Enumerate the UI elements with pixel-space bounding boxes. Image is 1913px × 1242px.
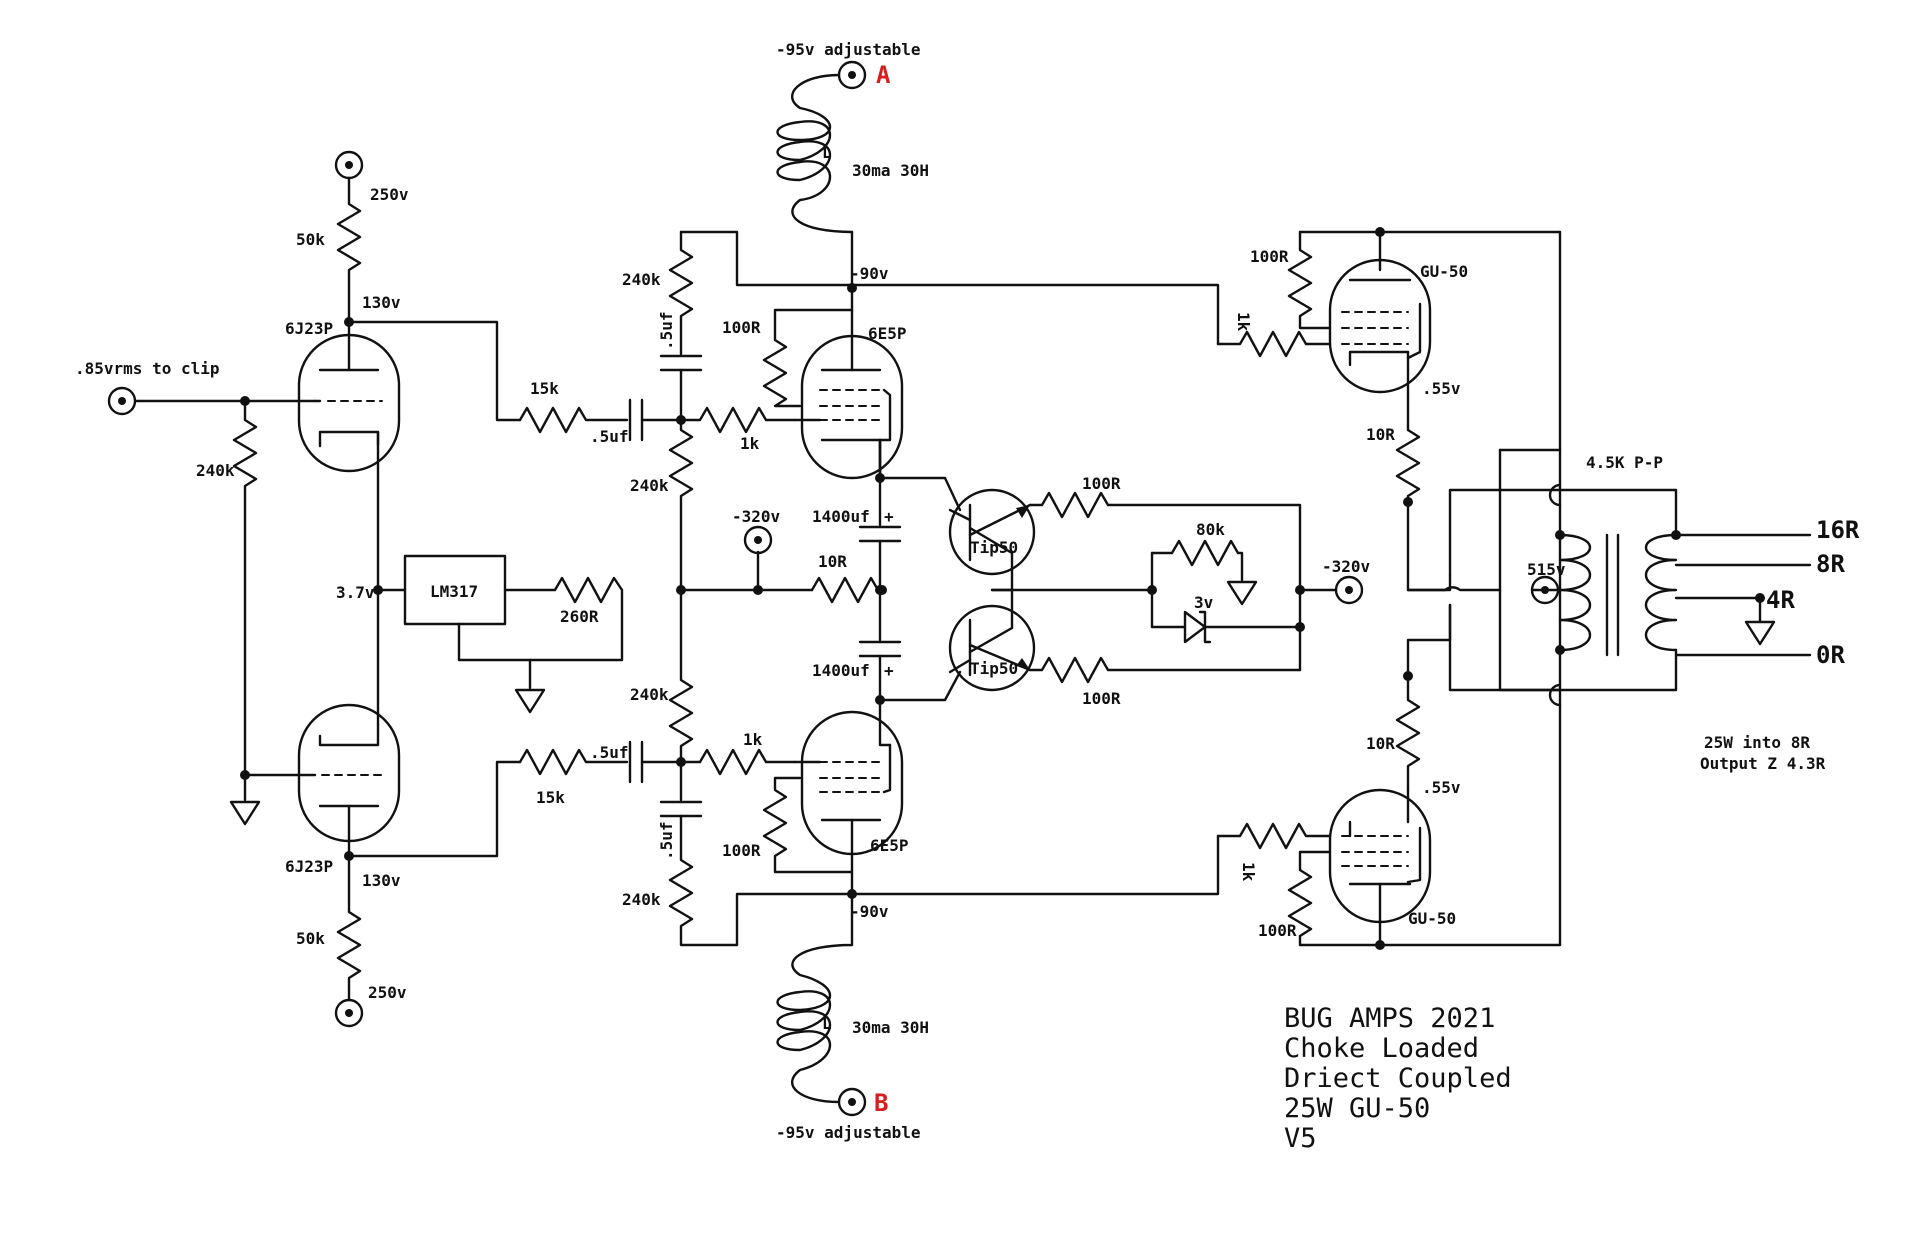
v55-top-label: .55v: [1422, 379, 1461, 398]
choke-l-top-label: L: [822, 143, 832, 162]
title-line-5: V5: [1284, 1123, 1317, 1154]
r240k-4-label: 240k: [622, 890, 661, 909]
r80k-label: 80k: [1196, 520, 1225, 539]
output-transformer: [1406, 448, 1812, 707]
tip50-top-label: Tip50: [970, 538, 1018, 557]
title-block: BUG AMPS 2021 Choke Loaded Driect Couple…: [1284, 1003, 1512, 1154]
neg90-top-label: -90v: [850, 264, 889, 283]
r240k-2-label: 240k: [630, 476, 669, 495]
r260-label: 260R: [560, 607, 599, 626]
choke-l-bot-label: L: [822, 1014, 832, 1033]
b250-bot-label: 250v: [368, 983, 407, 1002]
tap-8r-label: 8R: [1816, 550, 1845, 578]
neg95-bot-label: -95v adjustable: [776, 1123, 921, 1142]
c5uf-vert-top-label: .5uf: [657, 311, 676, 350]
r240k-3-label: 240k: [630, 685, 669, 704]
terminal-a-label: A: [876, 61, 891, 89]
v130-bot-label: 130v: [362, 871, 401, 890]
choke-spec-bot-label: 30ma 30H: [852, 1018, 929, 1037]
choke-spec-top-label: 30ma 30H: [852, 161, 929, 180]
output-z-note: Output Z 4.3R: [1700, 754, 1826, 773]
r100-emitter-bot-label: 100R: [1082, 689, 1121, 708]
r1k-plate-top-label: 1k: [1234, 312, 1253, 332]
r100-grid-bot-label: 100R: [722, 841, 761, 860]
r100-plate-bot-label: 100R: [1258, 921, 1297, 940]
tap-16r-label: 16R: [1816, 516, 1860, 544]
tip50-bot-label: Tip50: [970, 659, 1018, 678]
gu50-bot-label: GU-50: [1408, 909, 1456, 928]
component-labels: .85vrms to clip 250v 50k 130v 6J23P 240k…: [75, 40, 1860, 1142]
tube-6e5p-top-label: 6E5P: [868, 324, 907, 343]
r240k-in-label: 240k: [196, 461, 235, 480]
zener-3v-label: 3v: [1194, 593, 1214, 612]
r15k-bot-label: 15k: [536, 788, 565, 807]
driver-tubes: [762, 60, 904, 1117]
input-stage: [107, 150, 624, 1028]
v515-label: 515v: [1527, 560, 1566, 579]
r15k-top-label: 15k: [530, 379, 559, 398]
plus-top-label: +: [884, 507, 894, 526]
r1k-grid-top-label: 1k: [740, 434, 760, 453]
title-line-4: 25W GU-50: [1284, 1093, 1430, 1124]
neg90-bot-label: -90v: [850, 902, 889, 921]
v130-top-label: 130v: [362, 293, 401, 312]
output-stage: [1216, 227, 1562, 950]
xfmr-label: 4.5K P-P: [1586, 453, 1663, 472]
neg95-top-label: -95v adjustable: [776, 40, 921, 59]
r10-mid-label: 10R: [818, 552, 847, 571]
driver-grid-network: [518, 230, 1220, 947]
tip50-section: [858, 476, 1364, 702]
b250-top-label: 250v: [370, 185, 409, 204]
r50k-bot-label: 50k: [296, 929, 325, 948]
title-line-3: Driect Coupled: [1284, 1063, 1512, 1094]
lm317-label: LM317: [430, 582, 478, 601]
title-line-2: Choke Loaded: [1284, 1033, 1479, 1064]
c5uf-top-label: .5uf: [590, 427, 629, 446]
tube-6j23p-top-label: 6J23P: [285, 319, 333, 338]
tap-0r-label: 0R: [1816, 641, 1845, 669]
power-note: 25W into 8R: [1704, 733, 1810, 752]
input-label: .85vrms to clip: [75, 359, 220, 378]
neg320-right-label: -320v: [1322, 557, 1371, 576]
r10-center-bot-label: 10R: [1366, 734, 1395, 753]
r100-plate-top-label: 100R: [1250, 247, 1289, 266]
r50k-top-label: 50k: [296, 230, 325, 249]
r240k-1-label: 240k: [622, 270, 661, 289]
title-line-1: BUG AMPS 2021: [1284, 1003, 1495, 1034]
plus-bot-label: +: [884, 661, 894, 680]
neg320-left-label: -320v: [732, 507, 781, 526]
gu50-top-label: GU-50: [1420, 262, 1468, 281]
tube-6j23p-bot-label: 6J23P: [285, 857, 333, 876]
r1k-grid-bot-label: 1k: [743, 730, 763, 749]
r10-center-top-label: 10R: [1366, 425, 1395, 444]
c1400-bot-label: 1400uf: [812, 661, 870, 680]
r100-grid-top-label: 100R: [722, 318, 761, 337]
terminal-b-label: B: [874, 1089, 888, 1117]
tube-6e5p-bot-label: 6E5P: [870, 836, 909, 855]
v3-7-label: 3.7v: [336, 583, 375, 602]
v55-bot-label: .55v: [1422, 778, 1461, 797]
tap-4r-label: 4R: [1766, 586, 1795, 614]
c1400-top-label: 1400uf: [812, 507, 870, 526]
r1k-plate-bot-label: 1k: [1239, 862, 1258, 882]
c5uf-bot-label: .5uf: [590, 743, 629, 762]
r100-emitter-top-label: 100R: [1082, 474, 1121, 493]
c5uf-vert-bot-label: .5uf: [657, 821, 676, 860]
